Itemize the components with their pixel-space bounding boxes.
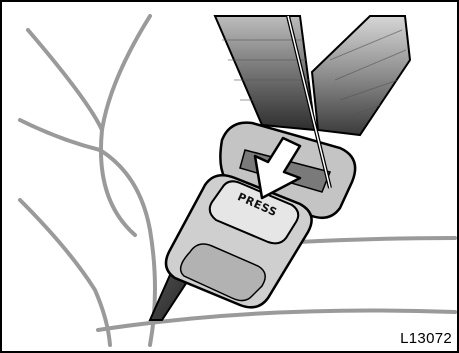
figure-code-label: L13072	[400, 330, 452, 347]
lap-belt-upper	[312, 16, 410, 135]
